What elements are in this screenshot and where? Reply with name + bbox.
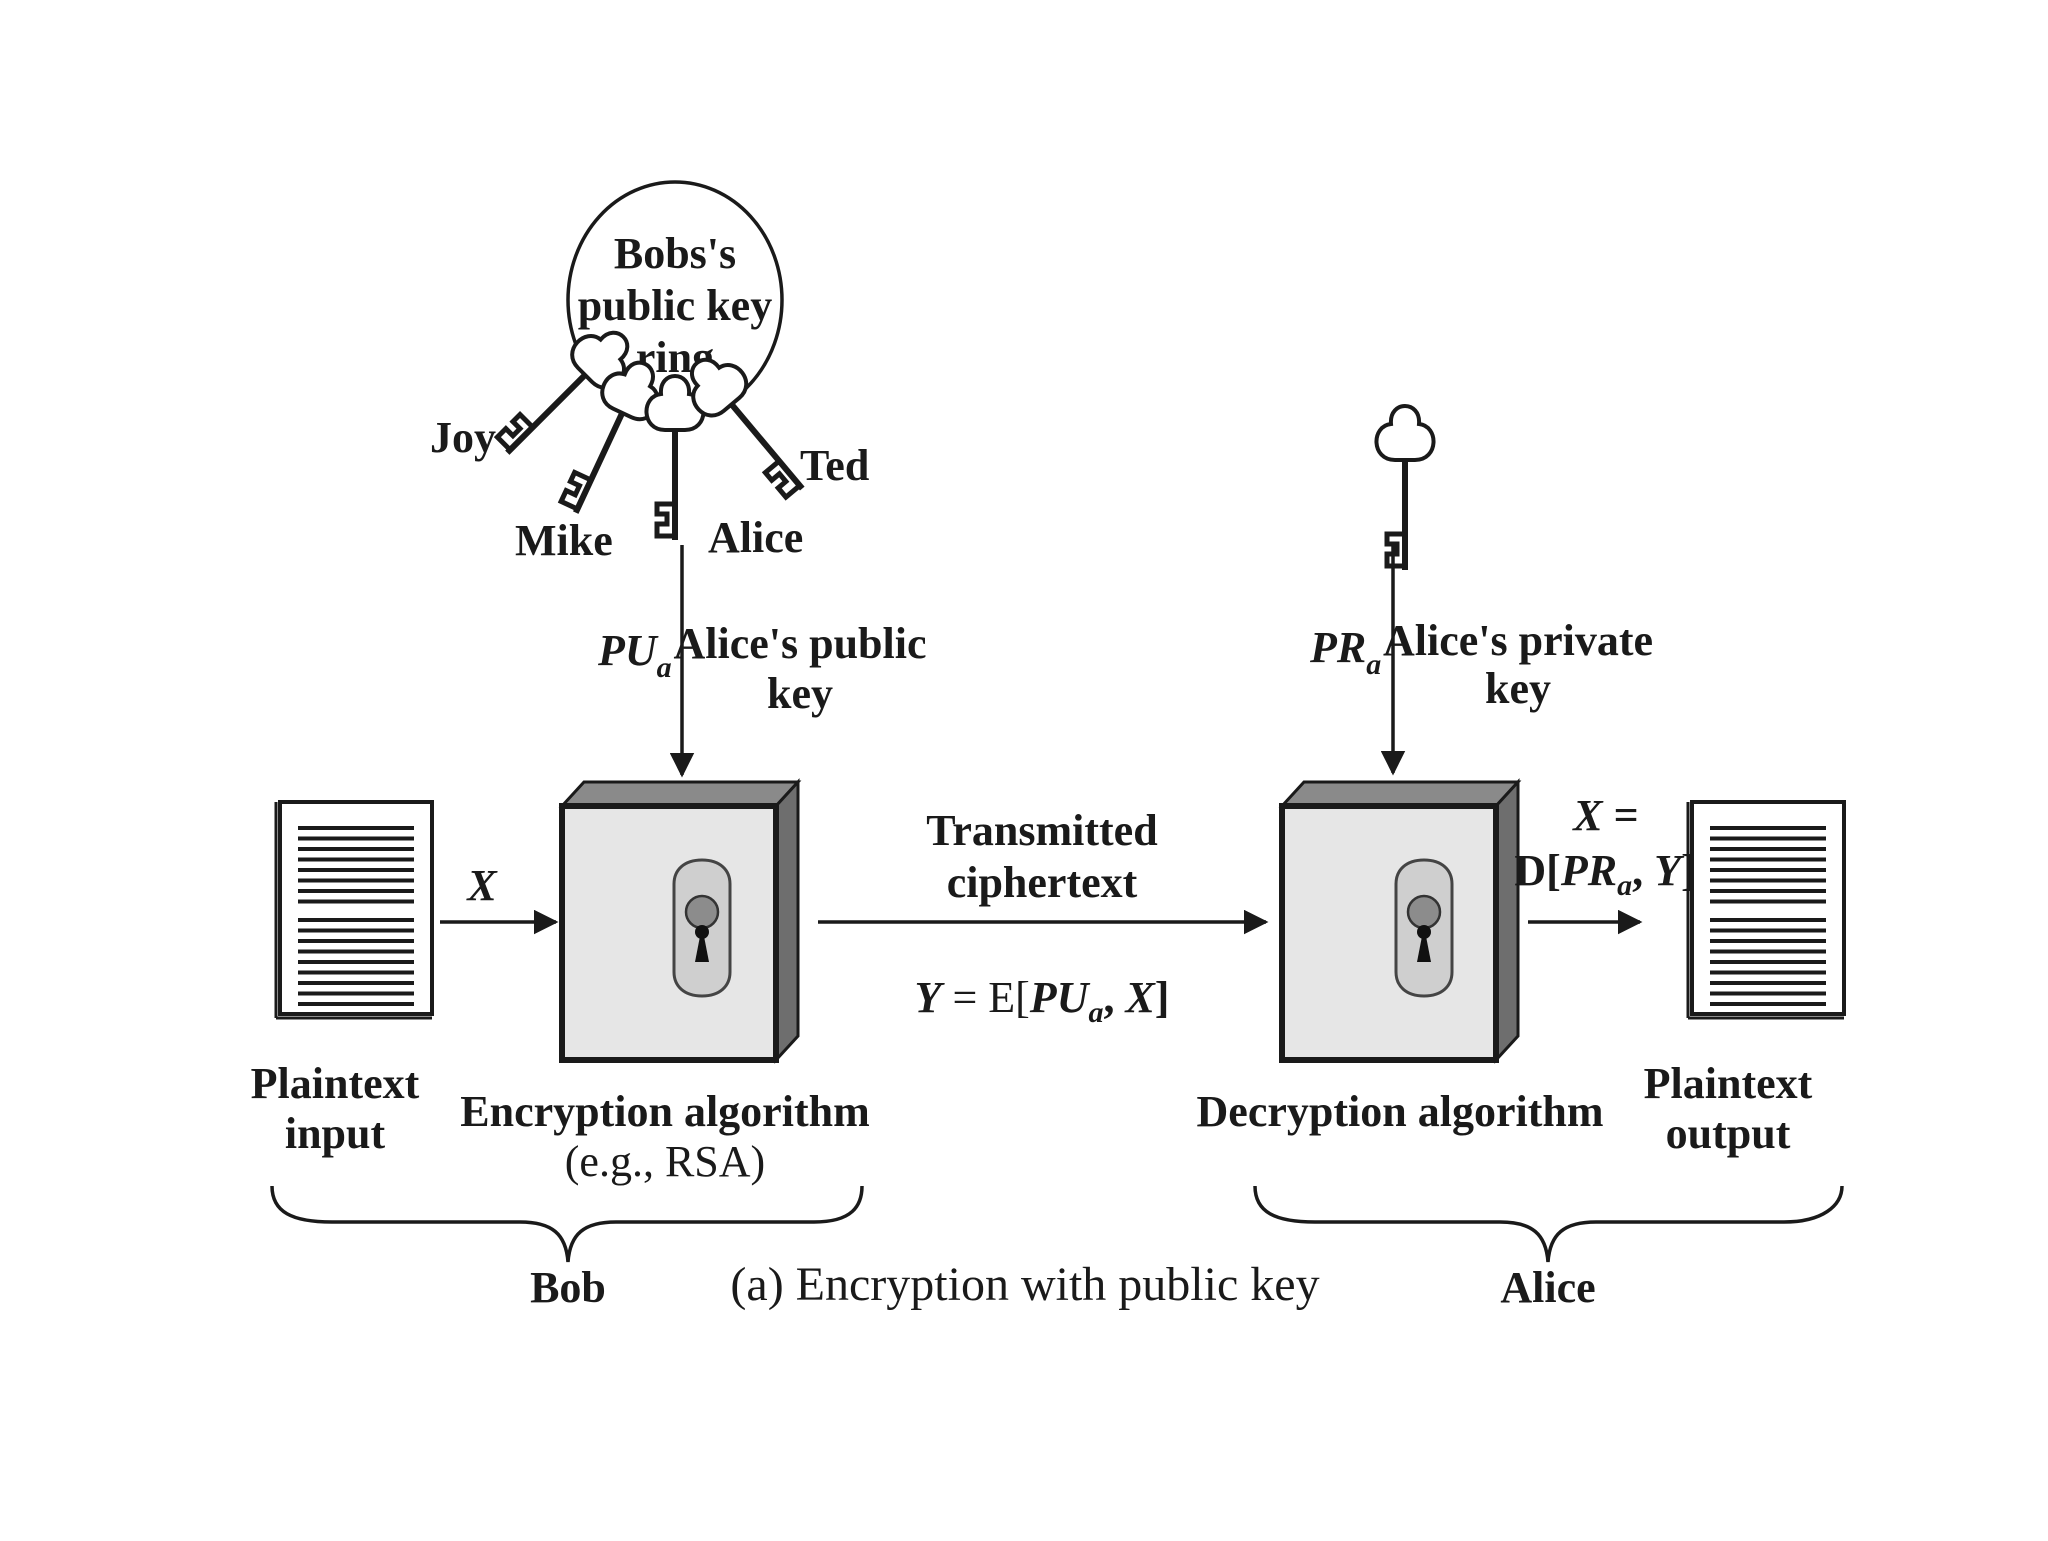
private-key-desc-line1: Alice's private — [1383, 616, 1653, 665]
public-key-desc-line1: Alice's public — [673, 619, 926, 668]
plaintext-output-document-icon — [1686, 800, 1846, 1020]
plaintext-output-lines — [1710, 826, 1826, 1006]
key-label-ted: Ted — [800, 441, 869, 490]
bob-group-label: Bob — [530, 1263, 606, 1312]
transmitted-label-line2: ciphertext — [947, 858, 1138, 907]
input-x-label: X — [465, 861, 498, 910]
plaintext-input-lines — [298, 826, 414, 1006]
alice-group-label: Alice — [1500, 1263, 1595, 1312]
key-ring-title-line2: public key — [578, 281, 772, 330]
pu-symbol: PUa — [597, 626, 672, 684]
alice-private-key-icon — [1376, 406, 1433, 570]
key-ring-title-line1: Bobs's — [614, 229, 736, 278]
key-label-alice: Alice — [708, 513, 803, 562]
plaintext-output-label-line2: output — [1666, 1109, 1791, 1158]
decryption-label: Decryption algorithm — [1197, 1087, 1604, 1136]
plaintext-input-label-line1: Plaintext — [251, 1059, 420, 1108]
public-key-desc-line2: key — [767, 669, 833, 718]
plaintext-input-label-line2: input — [285, 1109, 386, 1158]
alice-brace — [1253, 1185, 1844, 1263]
encryption-box — [558, 778, 802, 1064]
plaintext-output-label-line1: Plaintext — [1644, 1059, 1813, 1108]
output-formula-line2: D[PRa, Y] — [1514, 846, 1695, 902]
decryption-lock-icon — [1394, 858, 1454, 998]
encryption-label-line2: (e.g., RSA) — [565, 1137, 765, 1186]
ciphertext-formula: Y = E[PUa, X] — [915, 973, 1170, 1029]
transmitted-label-line1: Transmitted — [926, 806, 1157, 855]
pr-symbol: PRa — [1309, 623, 1381, 681]
key-label-mike: Mike — [515, 516, 613, 565]
plaintext-input-document-icon — [274, 800, 434, 1020]
bob-brace — [270, 1185, 864, 1263]
output-formula-line1: X = — [1571, 791, 1638, 840]
private-key-desc-line2: key — [1485, 664, 1551, 713]
figure-caption: (a) Encryption with public key — [730, 1258, 1319, 1311]
public-key-ring: Bobs's public key ring Joy Mike Alice Te… — [430, 180, 869, 565]
encryption-label-line1: Encryption algorithm — [460, 1087, 869, 1136]
encryption-lock-icon — [672, 858, 732, 998]
decryption-box — [1278, 778, 1522, 1064]
mike-key-icon — [550, 352, 671, 525]
key-label-joy: Joy — [430, 413, 496, 462]
